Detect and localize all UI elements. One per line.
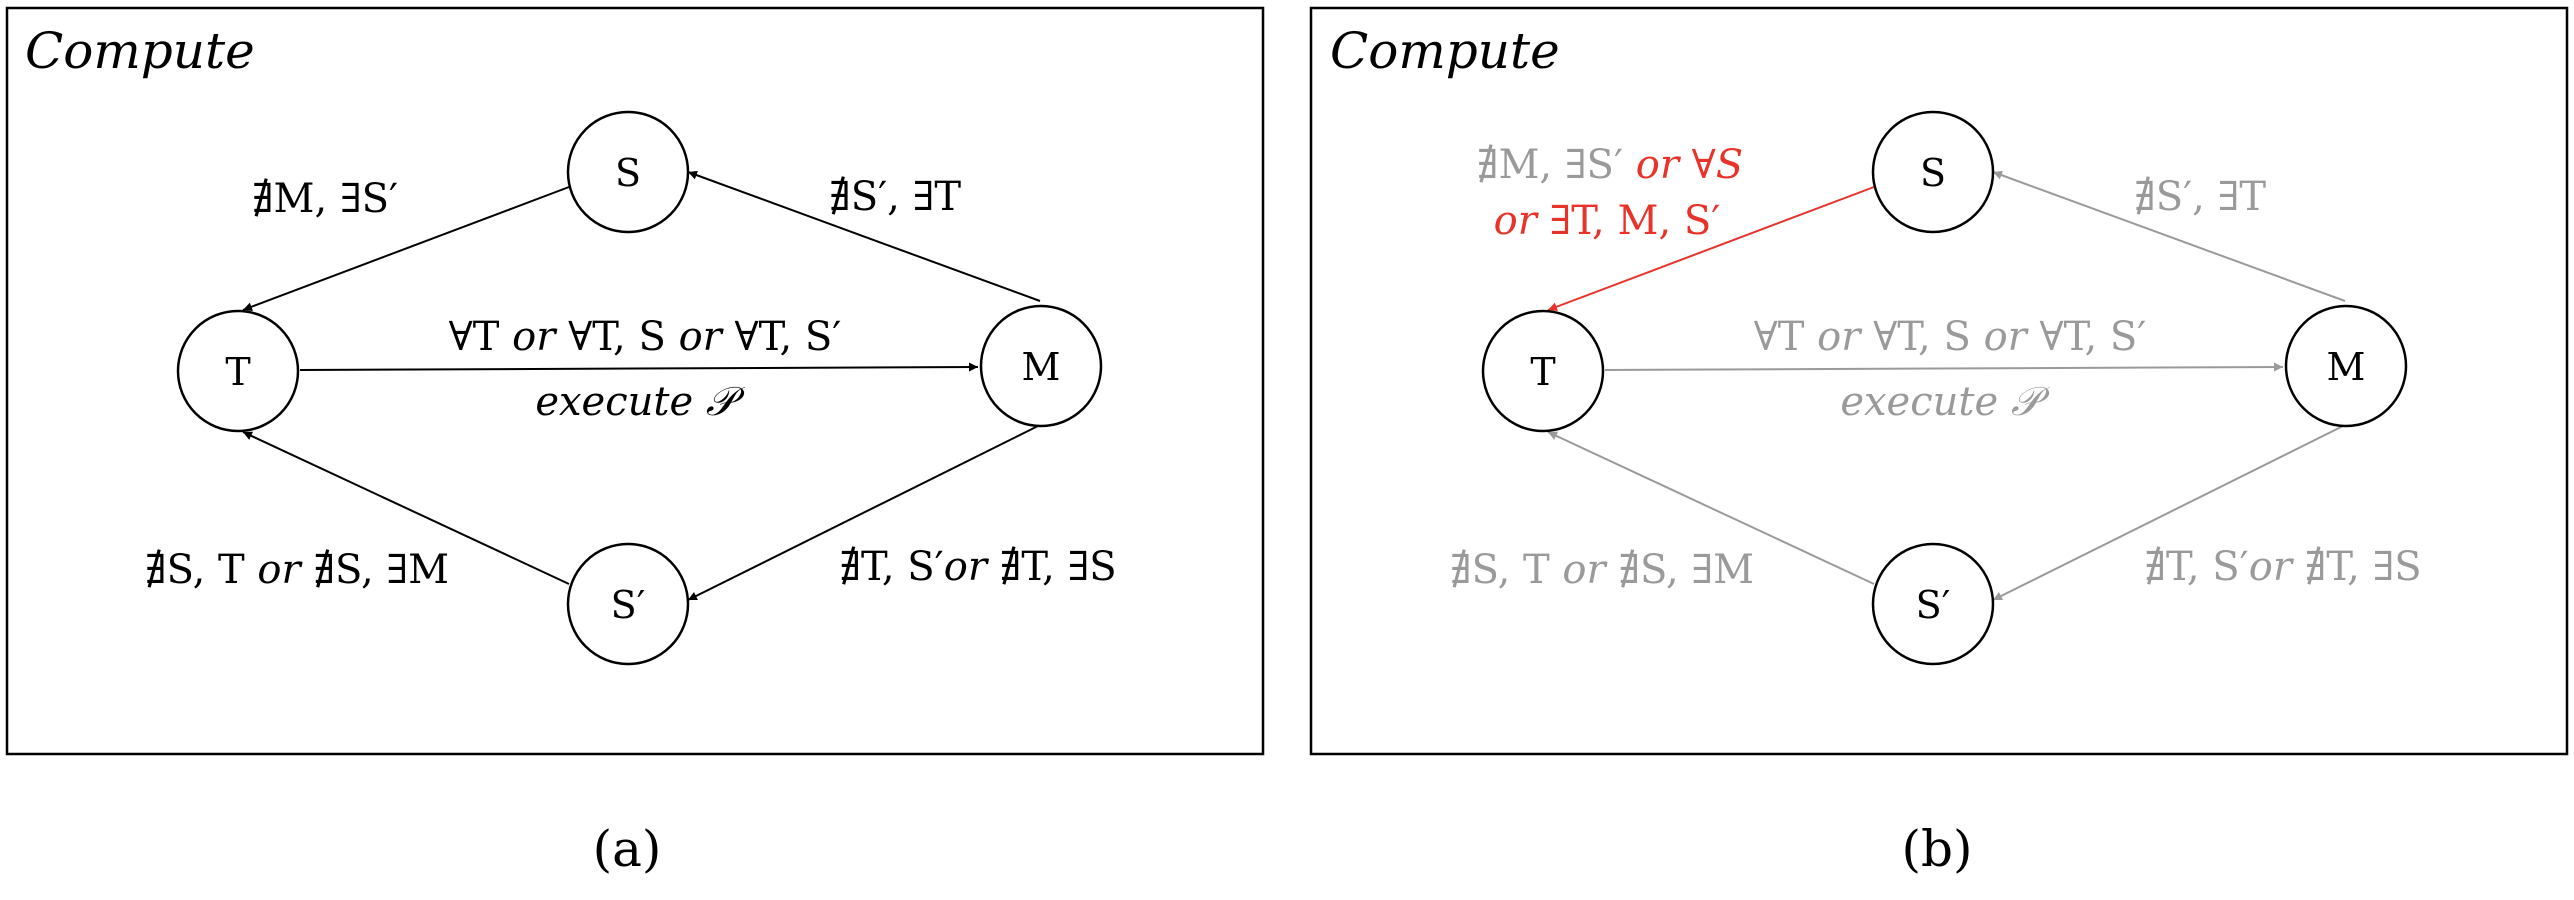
label-t-to-m-line2: execute 𝒫 bbox=[535, 379, 746, 425]
edge-label-segment: ∄T, S′ bbox=[2144, 544, 2248, 590]
edge-m-to-sprime bbox=[687, 424, 1041, 601]
label-t-to-m-line1: ∀T or ∀T, S or ∀T, S′ bbox=[1754, 314, 2147, 360]
edge-label-segment: ∄S′, ∃T bbox=[829, 174, 961, 220]
panel-a: Compute S T M S′ ∄M, ∃S′ ∄S′, ∃T ∀T or ∀… bbox=[5, 6, 1265, 878]
label-sprime-to-t: ∄S, T or ∄S, ∃M bbox=[145, 547, 449, 593]
edge-sprime-to-t bbox=[1547, 431, 1875, 585]
edge-label-segment: ∀S bbox=[1679, 142, 1743, 188]
node-m: M bbox=[2284, 304, 2408, 428]
edge-label-segment: or bbox=[944, 544, 990, 590]
edge-label-segment: ∄S, T bbox=[1450, 547, 1563, 593]
node-sprime: S′ bbox=[1871, 542, 1995, 666]
edge-label-segment: ∀T, S bbox=[1860, 314, 1983, 360]
edge-label-segment: ∄S, ∃M bbox=[301, 547, 449, 593]
edge-label-segment: or bbox=[1562, 547, 1608, 593]
label-sprime-to-t: ∄S, T or ∄S, ∃M bbox=[1450, 547, 1754, 593]
edge-label-segment: ∄S, T bbox=[145, 547, 258, 593]
label-s-to-t-line1: ∄M, ∃S′ or ∀S bbox=[1477, 142, 1743, 188]
panel-a-title: Compute bbox=[25, 22, 255, 80]
edge-label-segment: or bbox=[679, 314, 725, 360]
edge-label-segment: ∄T, ∃S bbox=[987, 544, 1117, 590]
node-s: S bbox=[1871, 110, 1995, 234]
edge-s-to-t bbox=[242, 186, 570, 312]
edge-label-segment: ∃T, M, S′ bbox=[1537, 198, 1721, 244]
edge-label-segment: or bbox=[1817, 314, 1863, 360]
edge-m-to-s bbox=[687, 170, 1041, 302]
edge-label-segment: execute 𝒫 bbox=[535, 379, 746, 425]
edge-label-segment: or bbox=[2249, 544, 2295, 590]
edge-label-segment: ∄M, ∃S′ bbox=[1477, 142, 1636, 188]
edge-label-segment: ∄M, ∃S′ bbox=[252, 176, 398, 222]
label-m-to-s: ∄S′, ∃T bbox=[829, 174, 961, 220]
node-t-label: T bbox=[1530, 350, 1555, 394]
edge-label-segment: execute 𝒫 bbox=[1840, 379, 2051, 425]
edge-label-segment: ∀T, S′ bbox=[2027, 314, 2147, 360]
node-m: M bbox=[979, 304, 1103, 428]
label-t-to-m-line2: execute 𝒫 bbox=[1840, 379, 2051, 425]
panel-a-frame bbox=[5, 6, 1265, 756]
edge-t-to-m bbox=[1604, 362, 2284, 372]
edge-label-segment: ∄S′, ∃T bbox=[2134, 174, 2266, 220]
edge-m-to-sprime bbox=[1992, 424, 2346, 601]
node-s: S bbox=[566, 110, 690, 234]
edge-label-segment: ∄S, ∃M bbox=[1606, 547, 1754, 593]
label-m-to-s: ∄S′, ∃T bbox=[2134, 174, 2266, 220]
node-s-label: S bbox=[615, 151, 641, 195]
edge-label-segment: ∀T bbox=[1754, 314, 1818, 360]
node-m-label: M bbox=[2327, 345, 2366, 389]
panel-b-title: Compute bbox=[1330, 22, 1560, 80]
edge-label-segment: ∄T, S′ bbox=[839, 544, 943, 590]
edge-label-segment: or bbox=[1636, 142, 1682, 188]
edge-label-segment: or bbox=[1984, 314, 2030, 360]
panel-b: Compute S T M S′ ∄M, ∃S′ or ∀S or ∃T, M,… bbox=[1309, 6, 2569, 878]
label-s-to-t: ∄M, ∃S′ bbox=[252, 176, 398, 222]
label-s-to-t-line2: or ∃T, M, S′ bbox=[1494, 198, 1721, 244]
edge-label-segment: or bbox=[512, 314, 558, 360]
node-sprime: S′ bbox=[566, 542, 690, 666]
node-m-label: M bbox=[1022, 345, 1061, 389]
edge-label-segment: ∄T, ∃S bbox=[2292, 544, 2422, 590]
panel-b-frame bbox=[1309, 6, 2569, 756]
panel-b-caption: (b) bbox=[1901, 820, 1972, 878]
node-t: T bbox=[176, 309, 300, 433]
edge-label-segment: ∀T, S bbox=[555, 314, 678, 360]
label-t-to-m-line1: ∀T or ∀T, S or ∀T, S′ bbox=[449, 314, 842, 360]
node-s-label: S bbox=[1920, 151, 1946, 195]
edge-label-segment: ∀T, S′ bbox=[722, 314, 842, 360]
node-t: T bbox=[1481, 309, 1605, 433]
edge-label-segment: ∀T bbox=[449, 314, 513, 360]
label-m-to-sprime: ∄T, S′or ∄T, ∃S bbox=[839, 544, 1116, 590]
node-sprime-label: S′ bbox=[611, 583, 646, 627]
edge-t-to-m bbox=[299, 362, 979, 372]
panel-a-caption: (a) bbox=[593, 820, 662, 878]
node-sprime-label: S′ bbox=[1916, 583, 1951, 627]
edge-m-to-s bbox=[1992, 170, 2346, 302]
edge-sprime-to-t bbox=[242, 431, 570, 585]
node-t-label: T bbox=[225, 350, 250, 394]
edge-label-segment: or bbox=[1494, 198, 1540, 244]
label-m-to-sprime: ∄T, S′or ∄T, ∃S bbox=[2144, 544, 2421, 590]
edge-s-to-t bbox=[1547, 186, 1875, 312]
edge-label-segment: or bbox=[257, 547, 303, 593]
